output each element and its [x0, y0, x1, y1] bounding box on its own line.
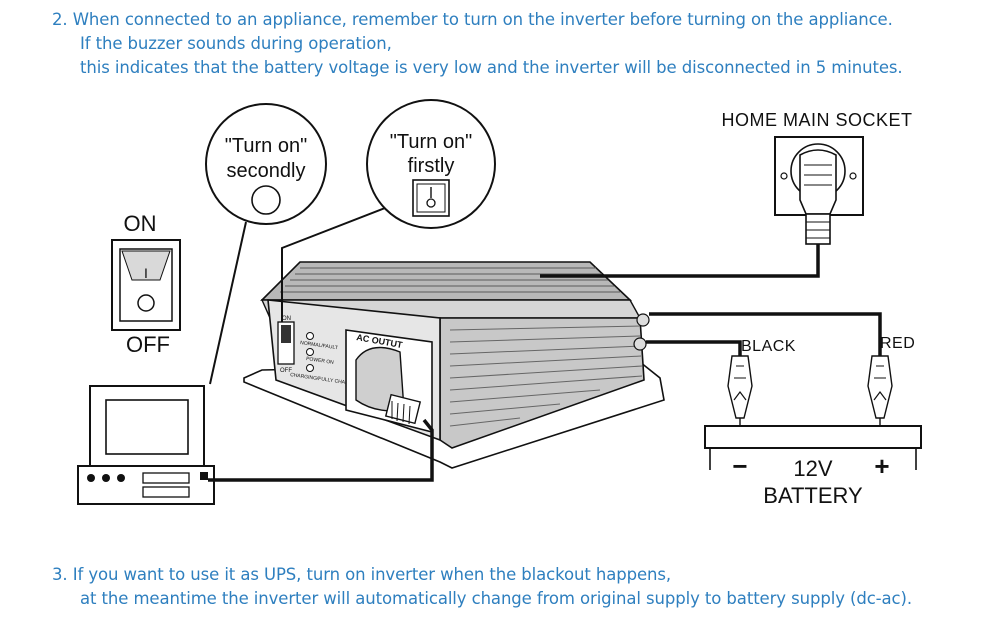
battery-icon: − + 12V BATTERY — [704, 425, 922, 508]
appliance-monitor-icon — [77, 385, 215, 505]
wires — [208, 244, 882, 482]
bubble-turn-on-secondly: "Turn on" secondly — [205, 103, 327, 225]
step3-line1: 3. If you want to use it as UPS, turn on… — [52, 565, 671, 584]
bubble-secondly-line2: secondly — [227, 160, 306, 182]
step2-line2: If the buzzer sounds during operation, — [80, 34, 392, 53]
rocker-switch: ON I OFF — [111, 211, 181, 357]
inverter-unit: ON OFF NORMAL/FAULT POWER ON CHARGING/FU… — [243, 261, 665, 469]
step3-text-1: If you want to use it as UPS, turn on in… — [72, 565, 672, 584]
red-clamp-icon — [867, 355, 893, 426]
switch-mark: I — [144, 265, 148, 281]
switch-on-label: ON — [124, 211, 157, 236]
black-clamp-icon — [727, 355, 753, 426]
bubble-turn-on-firstly: "Turn on" firstly — [366, 99, 496, 229]
inverter-on-mark: ON — [282, 316, 291, 322]
wall-socket-plug-icon — [774, 136, 864, 245]
led-label-power-on: POWER ON — [306, 356, 335, 366]
led-label-normal-fault: NORMAL/FAULT — [300, 340, 338, 351]
battery-plus: + — [874, 451, 889, 481]
step3-line2: at the meantime the inverter will automa… — [80, 589, 913, 608]
bubble-secondly-line1: "Turn on" — [225, 135, 307, 157]
step2-text-1: When connected to an appliance, remember… — [72, 10, 893, 29]
switch-off-label: OFF — [126, 332, 170, 357]
battery-name: BATTERY — [763, 483, 863, 508]
bubble-firstly-line1: "Turn on" — [390, 131, 472, 153]
inverter-switch-icon — [412, 179, 450, 217]
step2-line1: 2. When connected to an appliance, remem… — [52, 10, 893, 29]
battery-minus: − — [732, 451, 747, 481]
battery-voltage: 12V — [793, 456, 832, 481]
step2-number: 2. — [52, 10, 68, 29]
bubble-firstly-line2: firstly — [408, 155, 455, 177]
black-clamp-label: BLACK — [741, 338, 796, 355]
step2-line3: this indicates that the battery voltage … — [80, 58, 903, 77]
power-button-icon — [251, 185, 281, 215]
socket-title: HOME MAIN SOCKET — [721, 110, 912, 130]
inverter-off-mark: OFF — [280, 368, 292, 374]
leader-lines — [209, 207, 386, 385]
red-clamp-label: RED — [880, 335, 915, 352]
step3-number: 3. — [52, 565, 68, 584]
